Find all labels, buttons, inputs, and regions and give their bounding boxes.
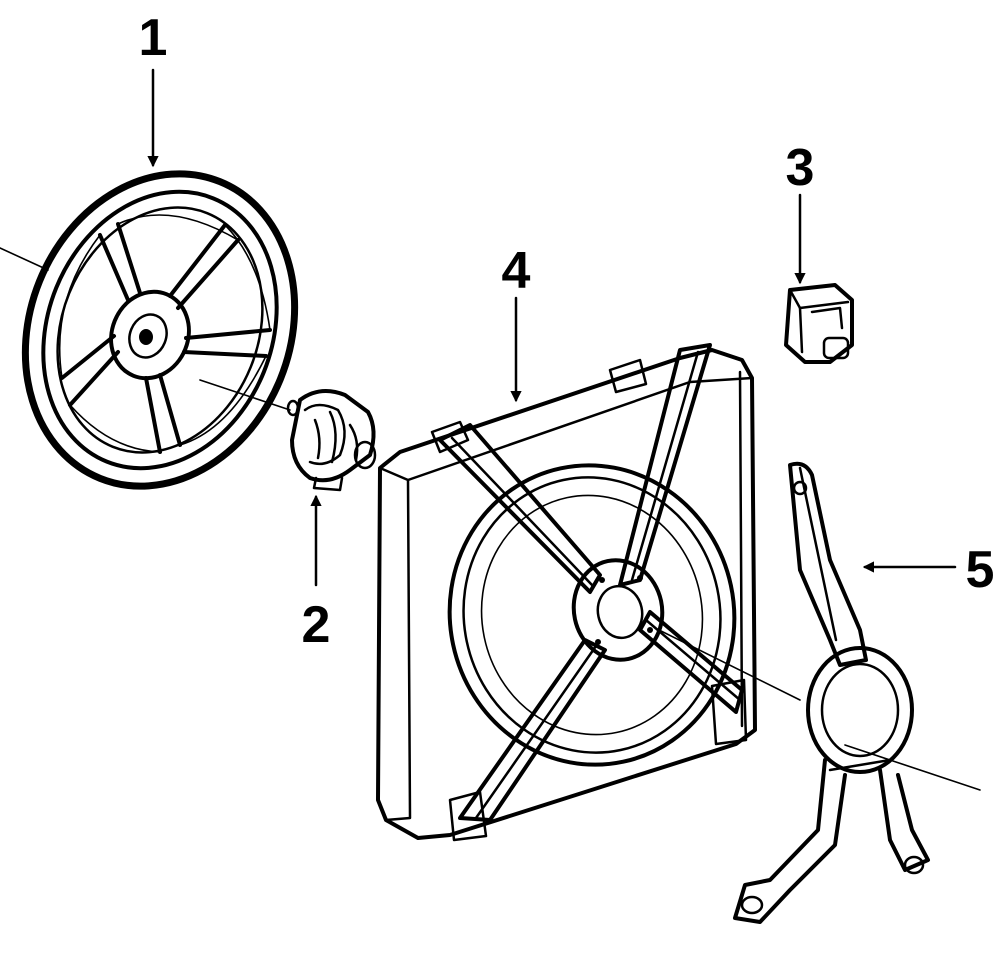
fan-motor — [199, 379, 377, 492]
callout-2-label: 2 — [302, 596, 331, 654]
callout-5-label: 5 — [966, 541, 995, 599]
callout-1-label: 1 — [139, 9, 168, 67]
fan-blade — [0, 170, 299, 490]
relay — [784, 283, 854, 364]
fan-shroud — [376, 343, 801, 842]
fan-bracket — [733, 461, 981, 924]
callout-labels: 1 2 3 4 5 — [139, 9, 995, 654]
callout-4-label: 4 — [502, 242, 531, 300]
callout-arrows — [147, 68, 957, 587]
callout-3-label: 3 — [786, 139, 815, 197]
